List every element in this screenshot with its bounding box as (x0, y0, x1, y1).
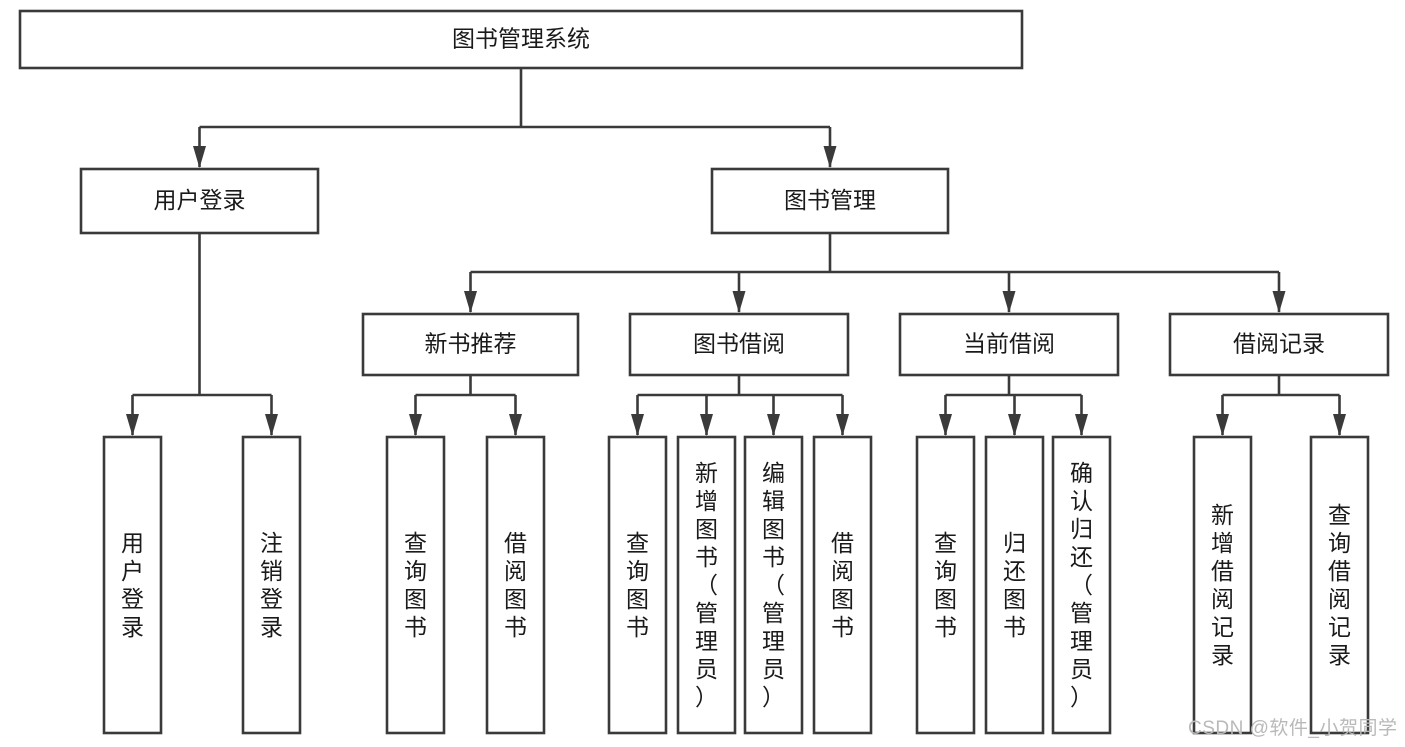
node-box-leaf-add-record (1192, 435, 1253, 735)
node-box-book-manage (710, 167, 950, 235)
node-label-leaf-add-record: 新增借阅记录 (1211, 502, 1234, 668)
arrow-head-icon (823, 146, 837, 168)
node-leaf-query-book-rec[interactable]: 查询图书 (385, 435, 446, 735)
node-user-login[interactable]: 用户登录 (79, 167, 320, 235)
node-box-new-book-rec (361, 312, 580, 377)
node-box-leaf-logout-login (241, 435, 302, 735)
node-label-leaf-user-login: 用户登录 (121, 530, 144, 640)
node-label-leaf-add-book: 新增图书（管理员） (695, 460, 718, 710)
node-label-leaf-query-book-borrow: 查询图书 (626, 530, 649, 640)
node-label-user-login: 用户登录 (154, 187, 246, 213)
node-box-leaf-confirm-return (1051, 435, 1112, 735)
arrow-head-icon (1272, 291, 1286, 313)
node-label-leaf-borrow-book-rec: 借阅图书 (504, 530, 527, 640)
node-box-borrow-record (1168, 312, 1390, 377)
node-leaf-borrow-book[interactable]: 借阅图书 (812, 435, 873, 735)
node-label-leaf-logout-login: 注销登录 (260, 530, 283, 640)
node-box-leaf-return-book (984, 435, 1045, 735)
node-leaf-user-login[interactable]: 用户登录 (102, 435, 163, 735)
node-leaf-edit-book[interactable]: 编辑图书（管理员） (743, 435, 804, 735)
node-borrow-record[interactable]: 借阅记录 (1168, 312, 1390, 377)
node-label-leaf-query-record: 查询借阅记录 (1328, 502, 1351, 668)
arrow-head-icon (464, 291, 477, 313)
node-leaf-add-book[interactable]: 新增图书（管理员） (676, 435, 737, 735)
arrow-head-icon (1008, 414, 1021, 436)
node-label-leaf-confirm-return: 确认归还（管理员） (1070, 460, 1093, 710)
node-leaf-borrow-book-rec[interactable]: 借阅图书 (485, 435, 546, 735)
node-box-leaf-query-book-borrow (607, 435, 668, 735)
arrow-head-icon (126, 414, 139, 436)
node-box-leaf-borrow-book-rec (485, 435, 546, 735)
node-box-user-login (79, 167, 320, 235)
arrow-head-icon (1075, 414, 1088, 436)
node-box-leaf-query-book-rec (385, 435, 446, 735)
node-label-leaf-edit-book: 编辑图书（管理员） (762, 460, 785, 710)
node-label-current-borrow: 当前借阅 (963, 331, 1055, 357)
arrow-head-icon (1002, 291, 1016, 313)
node-current-borrow[interactable]: 当前借阅 (898, 312, 1120, 377)
arrow-head-icon (509, 414, 522, 436)
node-label-book-manage: 图书管理 (784, 187, 876, 213)
node-leaf-confirm-return[interactable]: 确认归还（管理员） (1051, 435, 1112, 735)
watermark-label: CSDN @软件_小贺同学 (1188, 718, 1398, 739)
node-layer: 图书管理系统用户登录图书管理新书推荐图书借阅当前借阅借阅记录用户登录注销登录查询… (18, 9, 1390, 735)
node-box-leaf-query-record (1309, 435, 1370, 735)
node-label-new-book-rec: 新书推荐 (425, 331, 517, 357)
arrow-head-icon (1216, 414, 1229, 436)
arrow-head-icon (700, 414, 713, 436)
node-leaf-logout-login[interactable]: 注销登录 (241, 435, 302, 735)
arrow-head-icon (836, 414, 849, 436)
arrow-head-icon (409, 414, 422, 436)
arrow-head-icon (939, 414, 952, 436)
arrow-head-icon (265, 414, 278, 436)
node-box-leaf-user-login (102, 435, 163, 735)
node-box-leaf-add-book (676, 435, 737, 735)
node-leaf-query-record[interactable]: 查询借阅记录 (1309, 435, 1370, 735)
arrow-head-icon (1333, 414, 1346, 436)
node-box-leaf-borrow-book (812, 435, 873, 735)
node-label-book-borrow: 图书借阅 (693, 331, 785, 357)
node-book-manage[interactable]: 图书管理 (710, 167, 950, 235)
node-box-leaf-edit-book (743, 435, 804, 735)
node-root[interactable]: 图书管理系统 (18, 9, 1024, 70)
node-label-leaf-return-book: 归还图书 (1003, 530, 1026, 640)
connector-layer (126, 68, 1346, 436)
node-label-leaf-query-book-cur: 查询图书 (934, 530, 957, 640)
arrow-head-icon (767, 414, 780, 436)
node-box-leaf-query-book-cur (915, 435, 976, 735)
node-box-current-borrow (898, 312, 1120, 377)
node-new-book-rec[interactable]: 新书推荐 (361, 312, 580, 377)
node-label-borrow-record: 借阅记录 (1233, 331, 1325, 357)
arrow-head-icon (732, 291, 746, 313)
node-leaf-add-record[interactable]: 新增借阅记录 (1192, 435, 1253, 735)
node-leaf-query-book-borrow[interactable]: 查询图书 (607, 435, 668, 735)
node-label-leaf-borrow-book: 借阅图书 (831, 530, 854, 640)
node-book-borrow[interactable]: 图书借阅 (628, 312, 850, 377)
node-label-leaf-query-book-rec: 查询图书 (404, 530, 427, 640)
arrow-head-icon (193, 146, 206, 168)
node-leaf-query-book-cur[interactable]: 查询图书 (915, 435, 976, 735)
arrow-head-icon (631, 414, 644, 436)
node-box-book-borrow (628, 312, 850, 377)
node-label-root: 图书管理系统 (452, 26, 590, 52)
node-leaf-return-book[interactable]: 归还图书 (984, 435, 1045, 735)
node-box-root (18, 9, 1024, 70)
